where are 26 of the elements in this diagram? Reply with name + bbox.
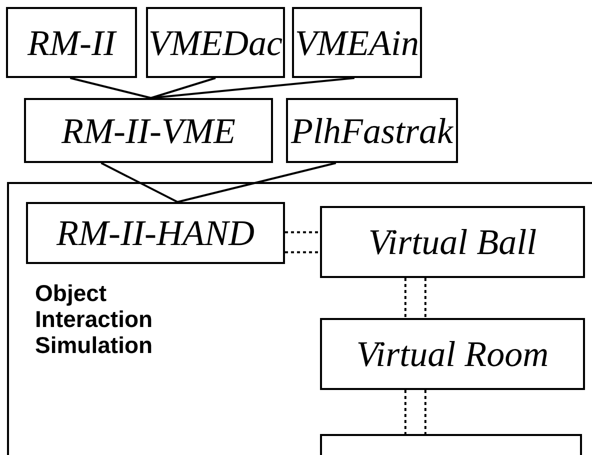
connector-line [100,162,178,203]
connector-line [177,162,336,203]
process-box [6,7,137,78]
group-box [7,182,592,455]
group-label: Object Interaction Simulation [35,280,154,358]
process-box [146,7,285,78]
process-box [286,98,458,163]
process-box [320,206,585,278]
node-label: RM-II [28,22,116,64]
dotted-connector [404,277,426,319]
node-label: VMEDac [148,22,282,64]
connector-line [70,77,152,99]
node-label: VMEAin [295,22,419,64]
dotted-connector [284,231,321,254]
node-label: RM-II-VME [62,110,236,152]
connector-line [150,77,354,99]
process-box [320,318,585,390]
process-box [292,7,422,78]
process-box [24,98,273,163]
connector-line [150,77,216,99]
node-label: Virtual Ball [368,221,537,263]
process-box [26,202,285,264]
dotted-connector [404,389,426,435]
node-label: Virtual Room [356,333,549,375]
node-label: PlhFastrak [291,110,453,152]
node-label: RM-II-HAND [56,212,254,254]
